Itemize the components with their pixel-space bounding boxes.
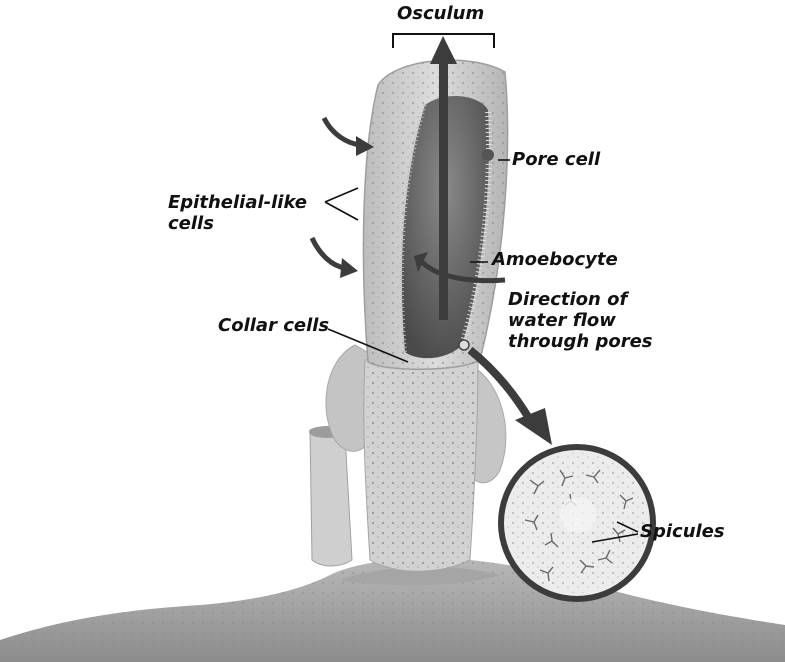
label-pore-cell: Pore cell (512, 150, 600, 170)
label-direction-line1: Direction of (508, 290, 627, 310)
label-epithelial-line1: Epithelial-like (168, 193, 307, 213)
label-direction-line2: water flow (508, 311, 616, 331)
inflow-arrow-upper (324, 118, 374, 156)
label-direction-line3: through pores (508, 332, 653, 352)
pore-marker (459, 340, 469, 350)
label-epithelial-line2: cells (168, 214, 214, 234)
spicules-inset (501, 447, 653, 599)
label-spicules: Spicules (640, 522, 725, 542)
leader-epithelial-1 (325, 188, 358, 202)
pore-cell-dot (482, 149, 494, 161)
leader-epithelial-2 (325, 202, 358, 220)
label-osculum: Osculum (397, 4, 484, 24)
sponge-base (0, 558, 785, 662)
sponge-lower-body (364, 355, 478, 571)
label-amoebocyte: Amoebocyte (492, 250, 618, 270)
inflow-arrow-lower (312, 238, 358, 278)
label-collar-cells: Collar cells (218, 316, 329, 336)
